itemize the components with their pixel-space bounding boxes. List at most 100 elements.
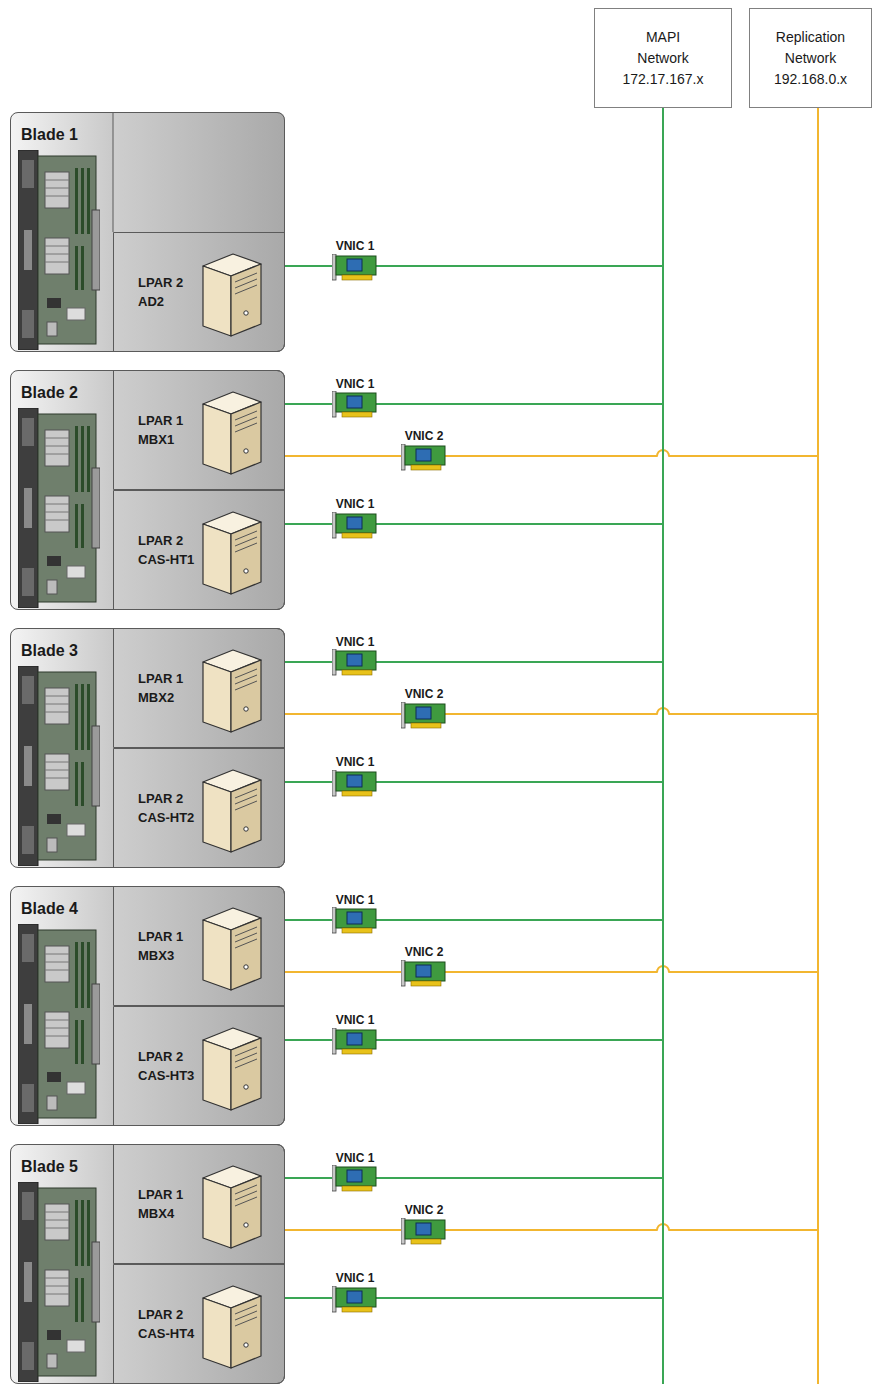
nic-icon xyxy=(332,1286,376,1312)
server-name: CAS-HT4 xyxy=(138,1324,194,1343)
panel-fill xyxy=(10,1144,285,1384)
network-connector xyxy=(285,108,663,662)
lpar-box: LPAR 2CAS-HT4 xyxy=(113,1264,285,1384)
blade-label: Blade 1 xyxy=(21,125,78,145)
vnic-label: VNIC 2 xyxy=(405,1203,444,1217)
vnic-label: VNIC 2 xyxy=(405,945,444,959)
nic-icon xyxy=(332,1165,376,1191)
blade-fill xyxy=(10,1144,285,1384)
nic-icon xyxy=(332,254,376,280)
panel-fill xyxy=(10,112,285,352)
lpar-label: LPAR 2 xyxy=(138,1047,183,1066)
server-name: MBX1 xyxy=(138,430,174,449)
blade-label: Blade 3 xyxy=(21,641,78,661)
nic-icon xyxy=(401,444,445,470)
lpar-label: LPAR 1 xyxy=(138,411,183,430)
panel-fill xyxy=(10,886,285,1126)
lpar-box: LPAR 2AD2 xyxy=(113,232,285,352)
network-connector xyxy=(285,108,663,1178)
network-connector xyxy=(285,108,663,782)
vnic-label: VNIC 1 xyxy=(336,1151,375,1165)
network-box: MAPI Network172.17.167.x xyxy=(594,8,732,108)
server-icon xyxy=(203,908,261,990)
lpar-label: LPAR 1 xyxy=(138,669,183,688)
network-connector xyxy=(285,108,663,266)
server-name: MBX3 xyxy=(138,946,174,965)
vnic-label: VNIC 1 xyxy=(336,1271,375,1285)
server-name: CAS-HT3 xyxy=(138,1066,194,1085)
server-name: AD2 xyxy=(138,292,164,311)
vnic-label: VNIC 1 xyxy=(336,635,375,649)
network-connector xyxy=(285,108,818,1230)
vnic-label: VNIC 1 xyxy=(336,893,375,907)
blade-label: Blade 2 xyxy=(21,383,78,403)
subnet-address: 192.168.0.x xyxy=(774,69,847,90)
blade-box: Blade 3LPAR 1MBX2LPAR 2CAS-HT2 xyxy=(10,628,285,868)
blade-fill xyxy=(10,886,285,1126)
nic-icon xyxy=(332,770,376,796)
panel-fill xyxy=(10,628,285,868)
server-icon xyxy=(203,512,261,594)
server-icon xyxy=(203,1166,261,1248)
blade-fill xyxy=(10,370,285,610)
network-connector xyxy=(285,108,663,1298)
lpar-label: LPAR 2 xyxy=(138,531,183,550)
network-box: Replication Network192.168.0.x xyxy=(749,8,872,108)
blade-label: Blade 4 xyxy=(21,899,78,919)
blade-fill xyxy=(10,628,285,868)
blade-picture xyxy=(18,408,100,608)
server-name: MBX2 xyxy=(138,688,174,707)
vnic-label: VNIC 2 xyxy=(405,687,444,701)
blade-side-fill xyxy=(10,370,113,610)
lpar-box: LPAR 2CAS-HT1 xyxy=(113,490,285,610)
network-connector xyxy=(285,108,663,404)
blade-box: Blade 4LPAR 1MBX3LPAR 2CAS-HT3 xyxy=(10,886,285,1126)
lpar-label: LPAR 1 xyxy=(138,927,183,946)
network-connector xyxy=(285,108,818,456)
server-icon xyxy=(203,1286,261,1368)
server-icon xyxy=(203,770,261,852)
blade-side-fill xyxy=(10,112,113,352)
nic-icon xyxy=(332,649,376,675)
lpar-box: LPAR 1MBX1 xyxy=(113,370,285,490)
nic-icon xyxy=(401,702,445,728)
panel-fill xyxy=(10,370,285,610)
vnic-label: VNIC 1 xyxy=(336,755,375,769)
subnet-address: 172.17.167.x xyxy=(623,69,704,90)
blade-picture xyxy=(18,1182,100,1382)
blade-fill xyxy=(10,112,285,352)
nic-icon xyxy=(332,1028,376,1054)
server-icon xyxy=(203,254,261,336)
lpar-box: LPAR 1MBX2 xyxy=(113,628,285,748)
network-name: MAPI Network xyxy=(627,27,699,69)
lpar-box: LPAR 2CAS-HT2 xyxy=(113,748,285,868)
network-connector xyxy=(285,108,663,1040)
network-connector xyxy=(285,108,818,714)
blade-box: Blade 2LPAR 1MBX1LPAR 2CAS-HT1 xyxy=(10,370,285,610)
vnic-label: VNIC 1 xyxy=(336,1013,375,1027)
blade-label: Blade 5 xyxy=(21,1157,78,1177)
vnic-label: VNIC 2 xyxy=(405,429,444,443)
server-name: CAS-HT2 xyxy=(138,808,194,827)
nic-icon xyxy=(332,512,376,538)
lpar-label: LPAR 2 xyxy=(138,1305,183,1324)
server-icon xyxy=(203,650,261,732)
network-connector xyxy=(285,108,663,524)
lpar-label: LPAR 1 xyxy=(138,1185,183,1204)
blade-box: Blade 1 LPAR 2AD2 xyxy=(10,112,285,352)
lpar-box: LPAR 1MBX3 xyxy=(113,886,285,1006)
lpar-label: LPAR 2 xyxy=(138,789,183,808)
blade-picture xyxy=(18,924,100,1124)
network-connector xyxy=(285,108,818,972)
lpar-box: LPAR 2CAS-HT3 xyxy=(113,1006,285,1126)
blade-picture xyxy=(18,150,100,350)
nic-icon xyxy=(332,907,376,933)
nic-icon xyxy=(332,391,376,417)
network-connector xyxy=(285,108,663,920)
blade-side-fill xyxy=(10,628,113,868)
